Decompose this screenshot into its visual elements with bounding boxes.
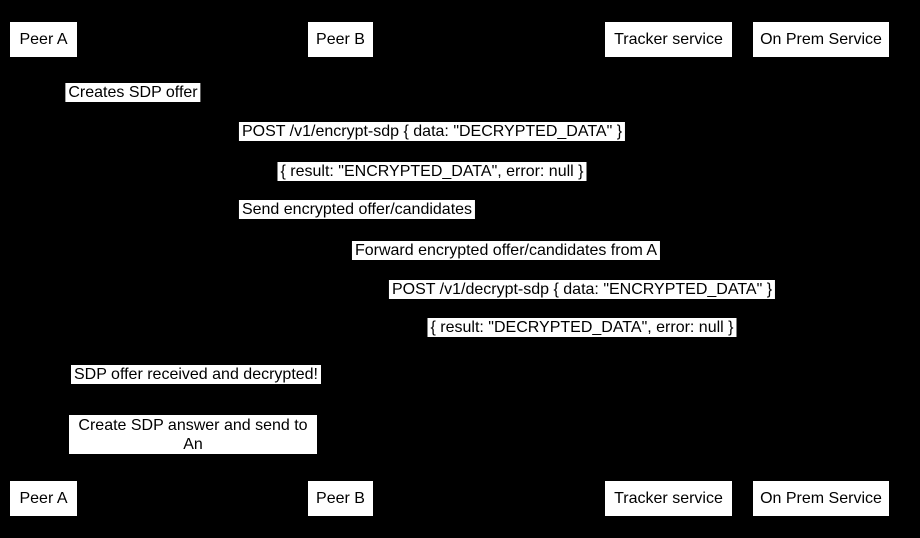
message-creates-sdp-offer: Creates SDP offer [65,83,201,102]
actor-box-tracker-service-top: Tracker service [605,22,732,57]
message-forward-encrypted-offer: Forward encrypted offer/candidates from … [351,241,661,260]
actor-box-peer-b-bottom: Peer B [308,481,373,516]
message-post-decrypt-sdp: POST /v1/decrypt-sdp { data: "ENCRYPTED_… [388,280,776,299]
message-send-encrypted-offer: Send encrypted offer/candidates [238,200,476,219]
note-line-2: using the same mechanism [95,455,291,472]
lifeline-on-prem-service [821,57,822,481]
message-decrypt-result: { result: "DECRYPTED_DATA", error: null … [427,318,737,337]
lifeline-peer-a [43,57,44,481]
actor-box-peer-a-bottom: Peer A [10,481,77,516]
message-sdp-offer-received: SDP offer received and decrypted! [71,365,321,384]
message-post-encrypt-sdp: POST /v1/encrypt-sdp { data: "DECRYPTED_… [238,122,626,141]
actor-box-on-prem-service-bottom: On Prem Service [753,481,889,516]
actor-box-peer-a-top: Peer A [10,22,77,57]
actor-box-peer-b-top: Peer B [308,22,373,57]
actor-box-tracker-service-bottom: Tracker service [605,481,732,516]
note-create-sdp-answer: Create SDP answer and send to An using t… [69,415,317,472]
actor-box-on-prem-service-top: On Prem Service [753,22,889,57]
lifeline-tracker-service [668,57,669,481]
message-encrypt-result: { result: "ENCRYPTED_DATA", error: null … [277,162,587,181]
lifeline-peer-b [340,57,341,481]
note-line-1: Create SDP answer and send to An [78,417,308,453]
